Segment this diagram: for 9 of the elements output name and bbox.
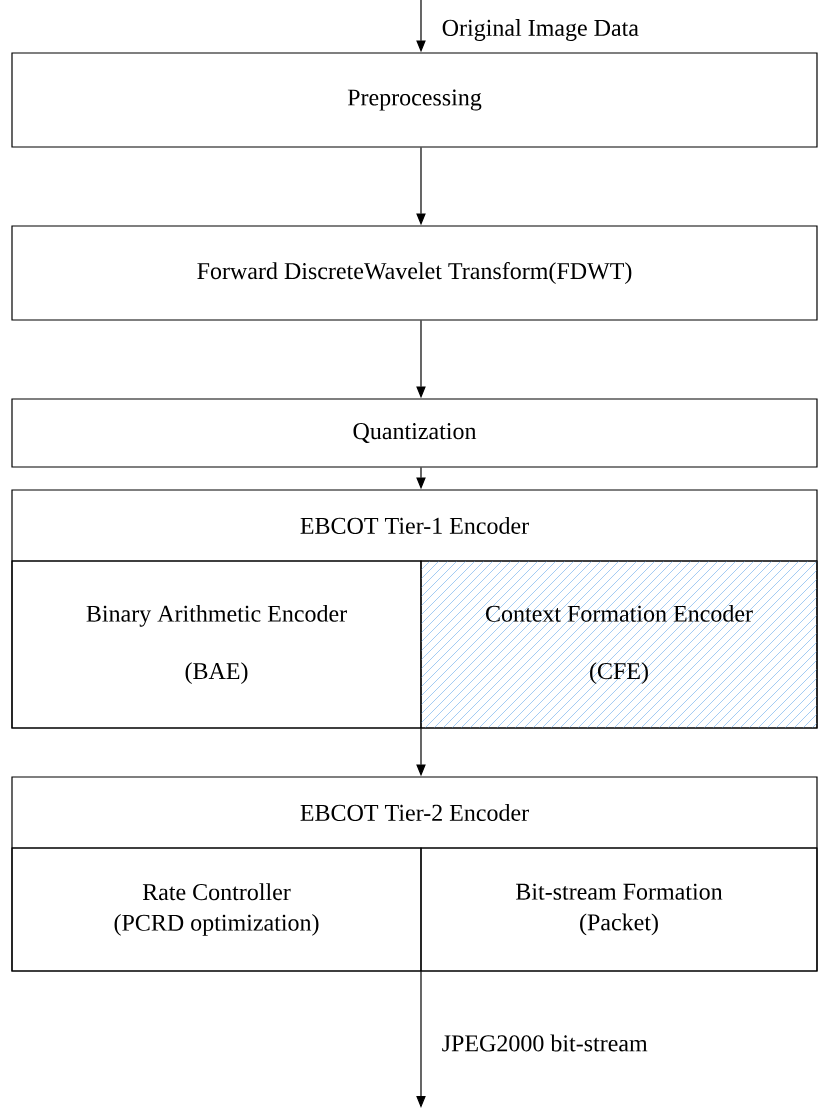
- module-cell: Context Formation Encoder (CFE): [420, 560, 818, 729]
- process-box: Forward DiscreteWavelet Transform(FDWT): [11, 225, 818, 321]
- process-box: Preprocessing: [11, 52, 818, 148]
- module-cell: Rate Controller (PCRD optimization): [11, 847, 422, 972]
- edge-label: JPEG2000 bit-stream: [442, 1034, 648, 1052]
- process-box: Quantization: [11, 398, 818, 468]
- module-cell: Binary Arithmetic Encoder (BAE): [11, 560, 422, 729]
- module-cell: Bit-stream Formation (Packet): [420, 847, 818, 972]
- edge-label: Original Image Data: [442, 19, 639, 41]
